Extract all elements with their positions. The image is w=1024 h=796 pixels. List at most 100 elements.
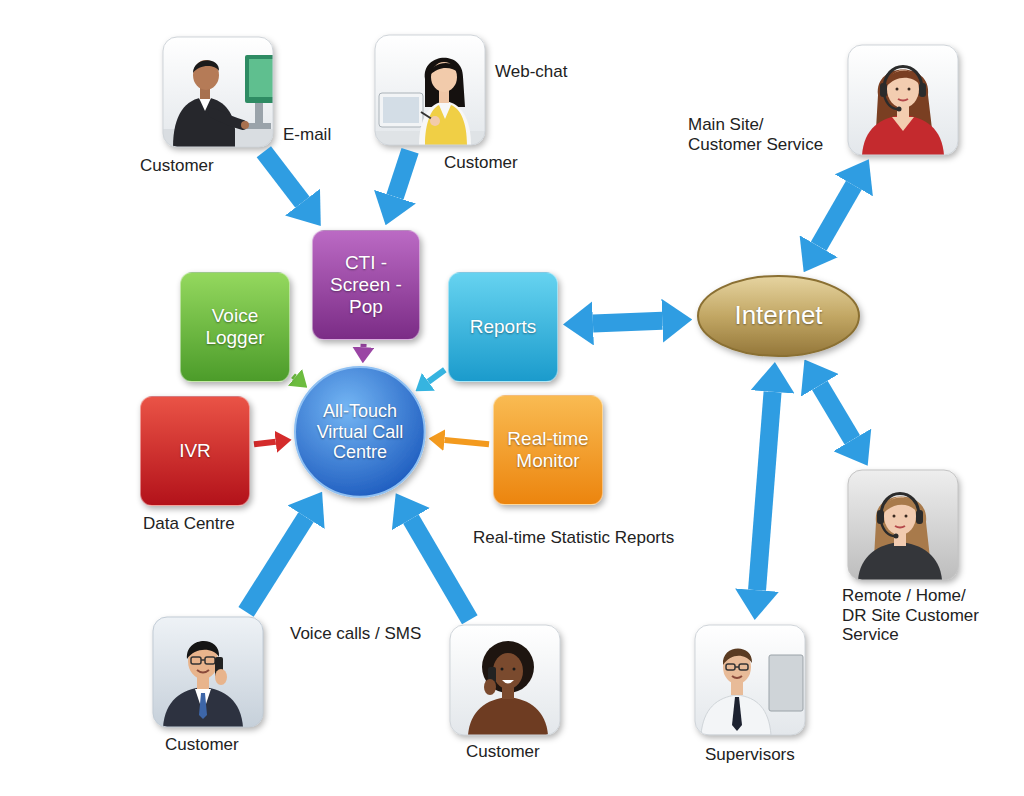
agent-photo — [848, 45, 958, 155]
customer-photo — [375, 35, 485, 145]
customer-photo-part-part — [484, 679, 496, 695]
ivr-box: IVR — [140, 396, 250, 506]
flow-arrow — [757, 392, 773, 590]
customer-photo-part-part — [430, 63, 459, 75]
node-label: IVR — [150, 440, 240, 462]
supervisor-photo-part-part — [726, 664, 735, 670]
customer-photo: Customer — [153, 617, 263, 727]
flow-arrow — [293, 376, 295, 378]
text-holder: IVR — [150, 440, 240, 462]
customer-photo-part-part — [199, 98, 211, 111]
supervisor-photo: Supervisors — [695, 625, 805, 735]
group-label: Voice calls / SMS — [290, 624, 421, 644]
agent-photo-part-part — [892, 117, 914, 131]
text-holder: E-mail — [283, 125, 331, 145]
supervisor-photo-part-part — [732, 676, 742, 678]
customer-photo-part-part — [193, 60, 219, 73]
customer-photo-part-part — [502, 680, 514, 684]
customer-photo-part — [163, 641, 243, 727]
photo-caption: Customer — [444, 153, 518, 173]
supervisor-photo-part-part — [701, 695, 771, 735]
customer-photo-part-part — [213, 113, 243, 125]
flow-arrow — [254, 442, 276, 445]
customer-photo-part-part — [199, 693, 207, 719]
agent-photo-part-part — [862, 115, 944, 155]
agent-photo-part-part — [916, 510, 923, 524]
customer-photo-part — [163, 37, 273, 147]
flow-arrow — [264, 152, 303, 202]
customer-photo-part-part — [187, 641, 219, 659]
customer-photo-part-part — [383, 97, 419, 123]
customer-photo-part-part — [193, 60, 219, 90]
voice-logger-box: Voice Logger — [180, 272, 290, 382]
internet-ellipse: Internet — [697, 275, 860, 357]
node-label: Reports — [458, 316, 548, 338]
customer-photo-part-part — [163, 687, 243, 727]
supervisor-photo — [695, 625, 805, 735]
supervisor-photo-part-part — [723, 649, 752, 665]
text-holder: Remote / Home/ DR Site Customer Service — [842, 586, 984, 645]
customer-photo-part-part — [249, 59, 273, 97]
photo-caption: Remote / Home/ DR Site Customer Service — [842, 586, 984, 645]
customer-photo-part — [163, 37, 273, 147]
customer-photo-part — [153, 617, 263, 727]
text-holder: CTI -Screen -Pop — [326, 252, 406, 318]
customer-photo: Web-chatCustomer — [375, 35, 485, 145]
customer-photo-part-part — [197, 670, 209, 673]
agent-photo-part-part — [881, 494, 919, 517]
customer-photo-part-part — [379, 93, 423, 127]
agent-photo-part-part — [893, 515, 896, 518]
text-holder: Real-time Monitor — [503, 428, 593, 472]
call-centre-circle-fill — [295, 367, 425, 497]
customer-photo-part — [375, 35, 485, 145]
customer-photo-part-part — [215, 669, 227, 685]
text-holder: Web-chat — [495, 62, 567, 82]
photo-caption: E-mail — [283, 125, 331, 145]
text-holder: Supervisors — [705, 745, 795, 765]
node-label: Internet — [734, 301, 822, 331]
agent-photo-part-part — [884, 497, 916, 535]
photo-caption: Web-chat — [495, 62, 567, 82]
customer-photo-part — [375, 35, 485, 145]
supervisor-photo-part-part — [739, 664, 748, 670]
agent-photo-part-part — [884, 67, 922, 90]
agent-photo: Remote / Home/ DR Site Customer Service — [848, 470, 958, 580]
group-label: Data Centre — [143, 514, 235, 534]
customer-photo: E-mailCustomer — [163, 37, 273, 147]
call-centre-circle: All-Touch Virtual Call Centre — [294, 366, 426, 498]
customer-photo-part-part — [241, 121, 249, 129]
customer-photo-part — [468, 641, 548, 735]
photo-caption: Customer — [466, 742, 540, 762]
flow-arrow — [395, 151, 410, 197]
agent-photo-part — [858, 494, 942, 581]
flow-arrow — [428, 370, 444, 382]
agent-photo-part-part — [858, 542, 942, 580]
reports-box: Reports — [448, 272, 558, 382]
customer-photo-part — [163, 55, 273, 147]
agent-photo-part-part — [894, 534, 899, 539]
photo-caption: Main Site/ Customer Service — [688, 115, 838, 154]
supervisor-photo-part-part — [769, 655, 803, 711]
customer-photo-part-part — [501, 668, 504, 671]
agent-photo-part — [862, 67, 944, 156]
customer-photo — [153, 617, 263, 727]
customer-photo-part-part — [430, 116, 440, 126]
text-holder: Data Centre — [143, 514, 235, 534]
node-label: Real-time Monitor — [503, 428, 593, 472]
supervisor-photo-part-part — [735, 666, 739, 668]
agent-photo: Main Site/ Customer Service — [848, 45, 958, 155]
supervisor-photo-part — [695, 625, 805, 735]
customer-photo-part-part — [247, 123, 271, 129]
customer-photo-part-part — [425, 105, 467, 145]
customer-photo-part-part — [513, 668, 516, 671]
text-holder: Internet — [734, 301, 822, 331]
monitor-box: Real-time Monitor — [493, 395, 603, 505]
agent-photo-part-part — [919, 83, 926, 97]
node-label: CTI -Screen -Pop — [326, 252, 406, 318]
text-holder: Customer — [165, 735, 239, 755]
text-holder: Main Site/ Customer Service — [688, 115, 838, 154]
photo-caption: Customer — [165, 735, 239, 755]
photo-caption: Supervisors — [705, 745, 795, 765]
customer-photo-part — [375, 58, 485, 145]
